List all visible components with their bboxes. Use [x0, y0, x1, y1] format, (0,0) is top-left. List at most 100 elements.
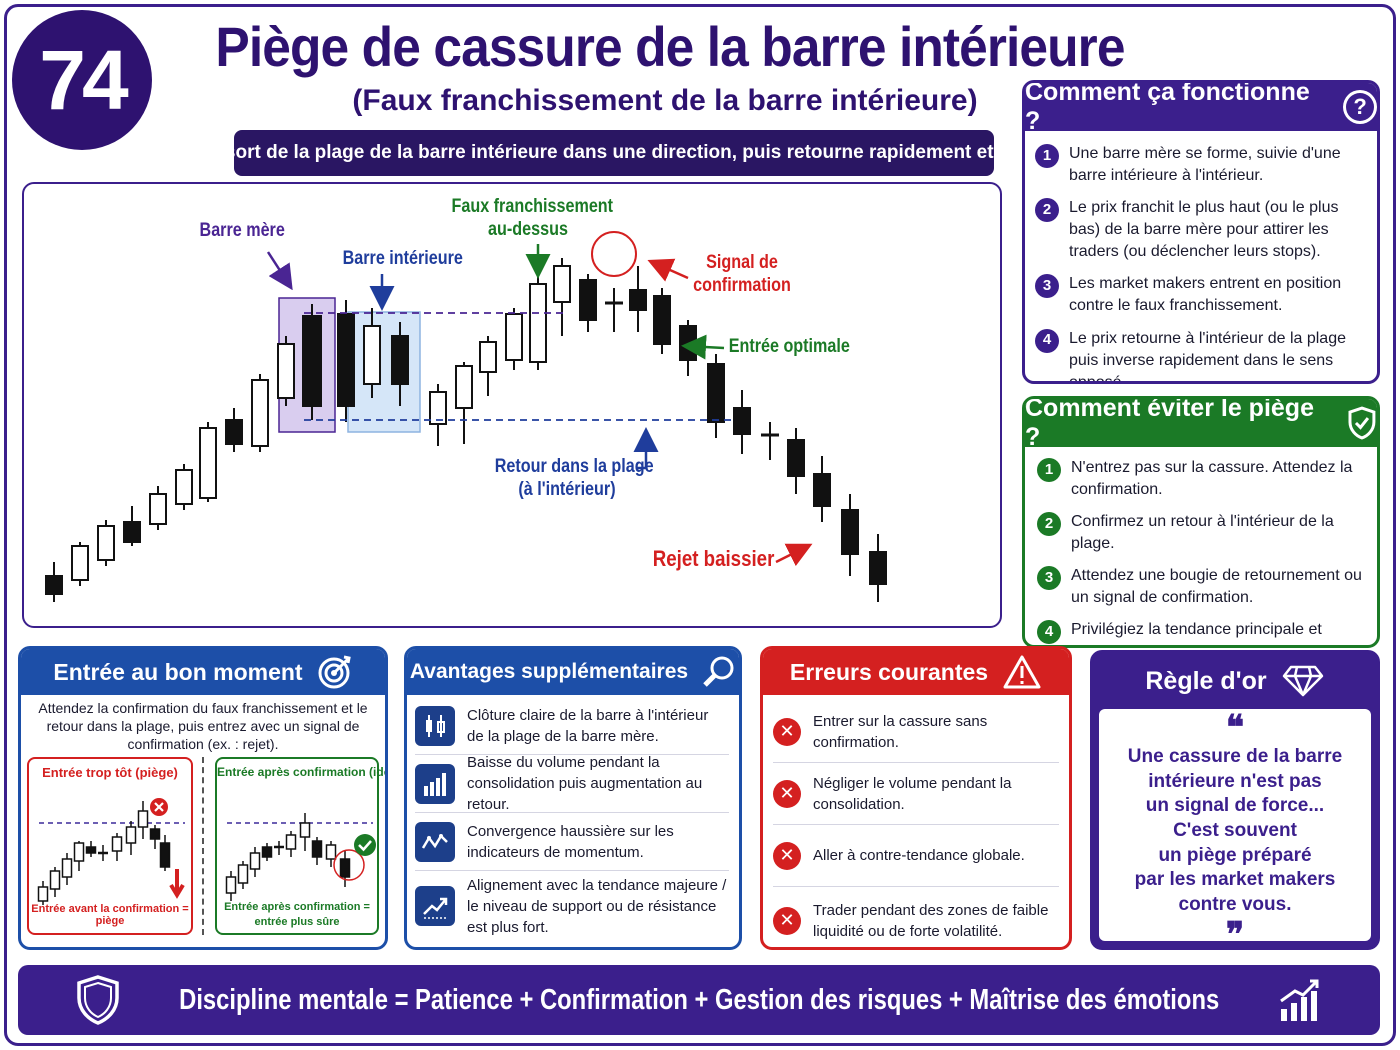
warning-icon: [1003, 655, 1041, 689]
candle: [455, 362, 473, 444]
candle: [605, 288, 623, 332]
mini-body: [61, 858, 73, 878]
error-text: Entrer sur la cassure sans confirmation.: [813, 712, 988, 751]
timing-intro: Attendez la confirmation du faux franchi…: [38, 700, 368, 753]
mini-body: [149, 828, 161, 840]
bearish-candle: [869, 551, 887, 585]
avoid-trap-steps: 1 N'entrez pas sur la cassure. Attendez l…: [1025, 447, 1377, 645]
confirmed-entry-box: Entrée après confirmation (idéale) Entré…: [215, 757, 385, 935]
shield-check-icon: [1348, 406, 1376, 440]
step-number: 4: [1037, 620, 1061, 645]
mini-candle: [149, 825, 161, 849]
candle: [251, 374, 269, 452]
open-quote-icon: ❝: [1225, 708, 1245, 748]
step-number: 1: [1037, 458, 1061, 482]
shield-icon: [77, 975, 119, 1025]
avoid-trap-header: Comment éviter le piège ?: [1025, 399, 1377, 451]
candle: [149, 486, 167, 530]
mini-body: [311, 840, 323, 858]
bearish-candle: [579, 279, 597, 321]
rule-line: intérieure n'est pas: [1148, 770, 1322, 792]
candle: [869, 534, 887, 602]
volume-bars-icon: [415, 763, 455, 804]
down-arrow-icon: [169, 869, 185, 899]
rule-line: un piège préparé: [1158, 844, 1312, 866]
candle: [505, 308, 523, 370]
candle: [653, 288, 671, 354]
label-mother-bar: Barre mère: [199, 220, 285, 241]
page-frame: [4, 4, 1396, 1046]
x-mark-cross: [154, 802, 164, 812]
mini-body: [111, 836, 123, 852]
advantage-item: Clôture claire de la barre à l'intérieur…: [415, 697, 729, 755]
step-text: Les market makers entrent en position co…: [1069, 275, 1342, 315]
bearish-candle: [707, 363, 725, 423]
diamond-icon: [1282, 665, 1323, 697]
mini-candle: [85, 841, 97, 857]
definition-banner: Le prix sort de la plage de la barre int…: [157, 130, 1071, 176]
candle: [841, 494, 859, 576]
mini-body: [137, 810, 149, 828]
bearish-candle: [225, 419, 243, 445]
label-optimal-entry: Entrée optimale: [728, 336, 850, 357]
error-item: ✕Négliger le volume pendant la consolida…: [773, 763, 1059, 825]
errors-header: Erreurs courantes: [763, 649, 1069, 695]
mini-body: [37, 886, 49, 902]
candle: [629, 266, 647, 332]
how-it-works-header: Comment ça fonctionne ? ?: [1025, 83, 1377, 135]
errors-list: ✕ Entrer sur la cassure sans confirmation…: [763, 695, 1069, 947]
bearish-candle: [653, 295, 671, 345]
bullish-candle: [529, 283, 547, 363]
close-quote-icon: ❞: [1225, 914, 1245, 950]
rejection-arrow: [775, 543, 813, 567]
mini-candle: [274, 841, 284, 855]
errors-panel: Erreurs courantes ✕ Entrer sur la cassure…: [760, 646, 1072, 950]
mini-candle: [311, 837, 323, 865]
step-text: N'entrez pas sur la cassure. Attendez la…: [1071, 459, 1353, 499]
step-text: Le prix retourne à l'intérieur de la pla…: [1069, 329, 1346, 384]
false-break-circle: [591, 231, 637, 277]
candle: [337, 300, 355, 422]
mini-candle: [125, 821, 137, 855]
rule-line: contre vous.: [1178, 894, 1292, 916]
mini-candle: [299, 813, 311, 851]
step-number: 3: [1035, 274, 1059, 299]
mini-candle: [339, 851, 351, 887]
mini-body: [73, 842, 85, 862]
early-entry-chart: [37, 798, 185, 905]
bullish-candle: [199, 427, 217, 499]
mini-candle: [159, 835, 171, 871]
advantages-list: Clôture claire de la barre à l'intérieur…: [407, 695, 739, 941]
bearish-candle: [841, 509, 859, 555]
error-item: ✕ Aller à contre-tendance globale.: [773, 825, 1059, 887]
candle: [391, 322, 409, 406]
rule-line: C'est souvent: [1173, 820, 1297, 842]
growth-chart-icon: [1280, 979, 1319, 1021]
bearish-candle: [813, 473, 831, 507]
candle: [199, 422, 217, 502]
rule-line: par les market makers: [1134, 869, 1336, 891]
mini-body: [225, 876, 237, 894]
mini-candle: [111, 833, 123, 861]
candle: [123, 506, 141, 546]
mini-candle: [49, 867, 61, 897]
bullish-candle: [97, 525, 115, 561]
label-confirmation-signal: Signal de confirmation: [693, 252, 791, 296]
step-text: Le prix franchit le plus haut (ou le plu…: [1069, 199, 1339, 261]
x-circle-icon: ✕: [773, 841, 801, 870]
step-number: 3: [1037, 566, 1061, 591]
mini-body: [159, 842, 171, 868]
error-item: ✕Entrer sur la cassure sans confirmation…: [773, 701, 1059, 763]
mini-body: [325, 844, 337, 860]
confirmed-entry-chart: [225, 813, 376, 901]
error-text: Aller à contre-tendance globale.: [813, 847, 1025, 864]
golden-rule-header: Règle d'or: [1093, 653, 1377, 709]
mini-candle: [249, 847, 261, 877]
advantage-item: Convergence haussière sur les indicateur…: [415, 813, 729, 871]
label-return-in-range: Retour dans la plage (à l'intérieur): [494, 456, 654, 500]
mini-candle: [98, 845, 108, 861]
